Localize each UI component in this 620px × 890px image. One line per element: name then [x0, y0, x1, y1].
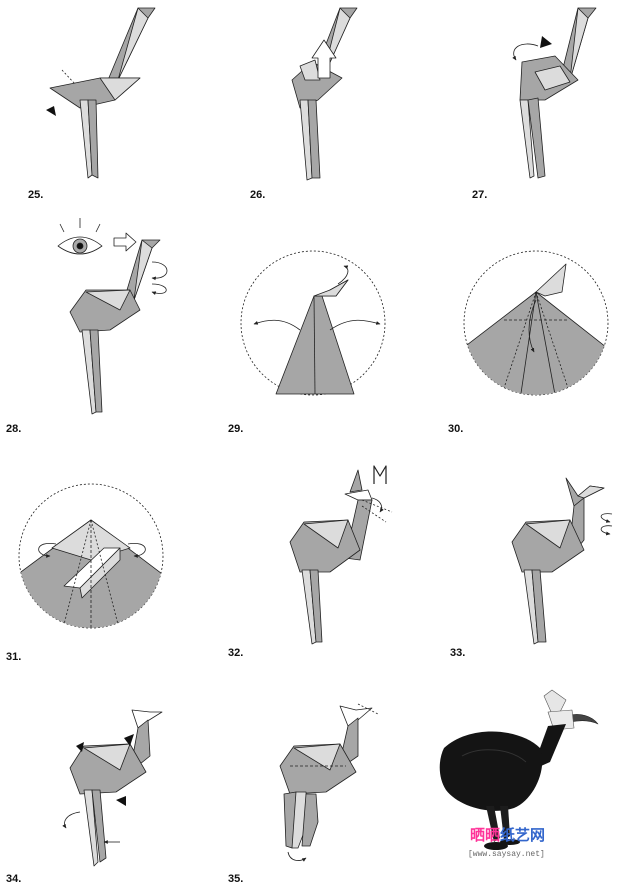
step-30-figure — [450, 251, 620, 400]
step-35-label: 35. — [228, 873, 243, 885]
watermark: 晒晒纸艺网 [www.saysay.net] — [468, 826, 545, 859]
push-triangle-icon — [540, 36, 552, 48]
watermark-logo: 晒晒纸艺网 — [470, 826, 545, 844]
step-34-figure — [65, 710, 162, 866]
rotate-arrow-icon — [514, 44, 538, 60]
step-25-figure — [46, 8, 155, 178]
valley-fold-arrow-icon — [288, 852, 306, 860]
step-28-label: 28. — [6, 423, 21, 435]
step-35-figure — [280, 704, 378, 860]
step-32-figure — [290, 466, 392, 644]
arrow-right-icon — [114, 233, 136, 251]
step-26-figure — [292, 8, 357, 180]
step-34-label: 34. — [6, 873, 21, 885]
step-27-label: 27. — [472, 189, 487, 201]
watermark-url: [www.saysay.net] — [468, 850, 545, 859]
step-31-label: 31. — [6, 651, 21, 663]
step-31-figure — [10, 484, 170, 632]
step-29-label: 29. — [228, 423, 243, 435]
step-30-label: 30. — [448, 423, 463, 435]
step-25-label: 25. — [28, 189, 43, 201]
valley-fold-arrow-icon — [65, 812, 80, 828]
step-27-figure — [514, 8, 596, 178]
mountain-fold-m-icon — [374, 466, 386, 484]
eye-icon — [58, 218, 102, 254]
step-28-figure — [58, 218, 167, 414]
step-33-figure — [512, 478, 612, 644]
step-29-figure — [241, 251, 385, 395]
step-26-label: 26. — [250, 189, 265, 201]
step-32-label: 32. — [228, 647, 243, 659]
step-33-label: 33. — [450, 647, 465, 659]
valley-fold-arrow-icon — [601, 514, 612, 522]
push-triangle-icon — [46, 106, 56, 116]
valley-fold-arrow-icon — [152, 262, 167, 278]
